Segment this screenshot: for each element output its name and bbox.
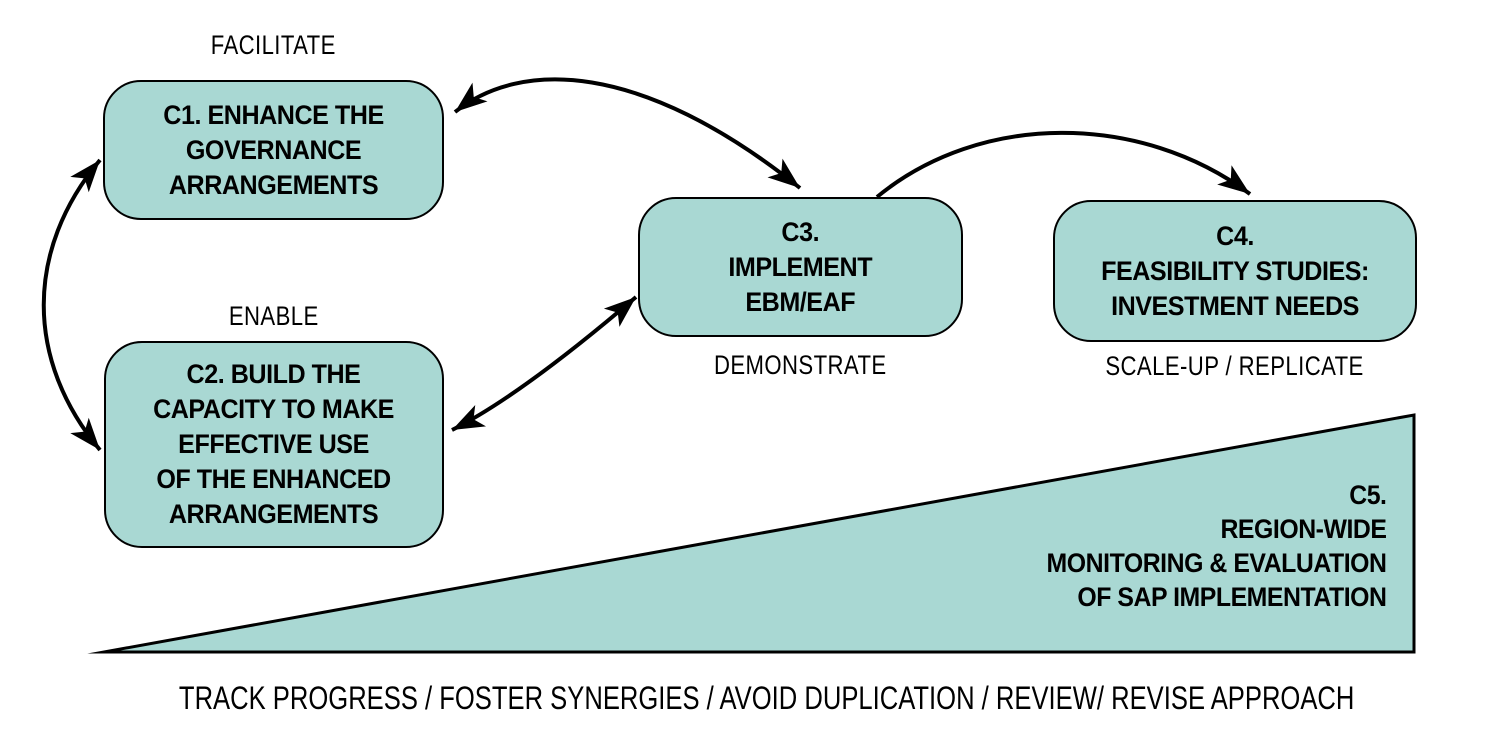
bottom-caption: TRACK PROGRESS / FOSTER SYNERGIES / AVOI… — [32, 680, 1500, 717]
box-c1-enhance-governance: C1. ENHANCE THE GOVERNANCE ARRANGEMENTS — [103, 80, 444, 220]
box-c2-label: C2. BUILD THE CAPACITY TO MAKE EFFECTIVE… — [153, 359, 395, 529]
box-c4-feasibility-studies: C4. FEASIBILITY STUDIES: INVESTMENT NEED… — [1053, 200, 1417, 342]
arrow-c1-c3 — [453, 77, 802, 190]
c5-monitoring-evaluation: C5. REGION-WIDE MONITORING & EVALUATION … — [886, 478, 1386, 614]
annotation-facilitate: FACILITATE — [103, 30, 444, 61]
box-c4-label: C4. FEASIBILITY STUDIES: INVESTMENT NEED… — [1101, 220, 1369, 321]
annotation-enable: ENABLE — [104, 301, 444, 332]
arrow-c2-c3 — [451, 295, 638, 432]
box-c3-label: C3. IMPLEMENT EBM/EAF — [728, 216, 873, 317]
box-c3-implement-ebm-eaf: C3. IMPLEMENT EBM/EAF — [638, 197, 963, 337]
annotation-scale-up-replicate: SCALE-UP / REPLICATE — [1053, 351, 1417, 382]
annotation-demonstrate-label: DEMONSTRATE — [714, 350, 887, 380]
c5-label: C5. REGION-WIDE MONITORING & EVALUATION … — [1046, 480, 1386, 612]
box-c2-build-capacity: C2. BUILD THE CAPACITY TO MAKE EFFECTIVE… — [104, 341, 444, 548]
annotation-facilitate-label: FACILITATE — [210, 30, 337, 60]
annotation-scale-up-replicate-label: SCALE-UP / REPLICATE — [1105, 351, 1365, 381]
bottom-caption-label: TRACK PROGRESS / FOSTER SYNERGIES / AVOI… — [178, 680, 1355, 716]
annotation-enable-label: ENABLE — [229, 301, 319, 331]
arrow-c3-c4 — [875, 130, 1252, 199]
annotation-demonstrate: DEMONSTRATE — [638, 350, 963, 381]
box-c1-label: C1. ENHANCE THE GOVERNANCE ARRANGEMENTS — [163, 99, 384, 200]
arrow-c1-c2 — [41, 158, 102, 452]
